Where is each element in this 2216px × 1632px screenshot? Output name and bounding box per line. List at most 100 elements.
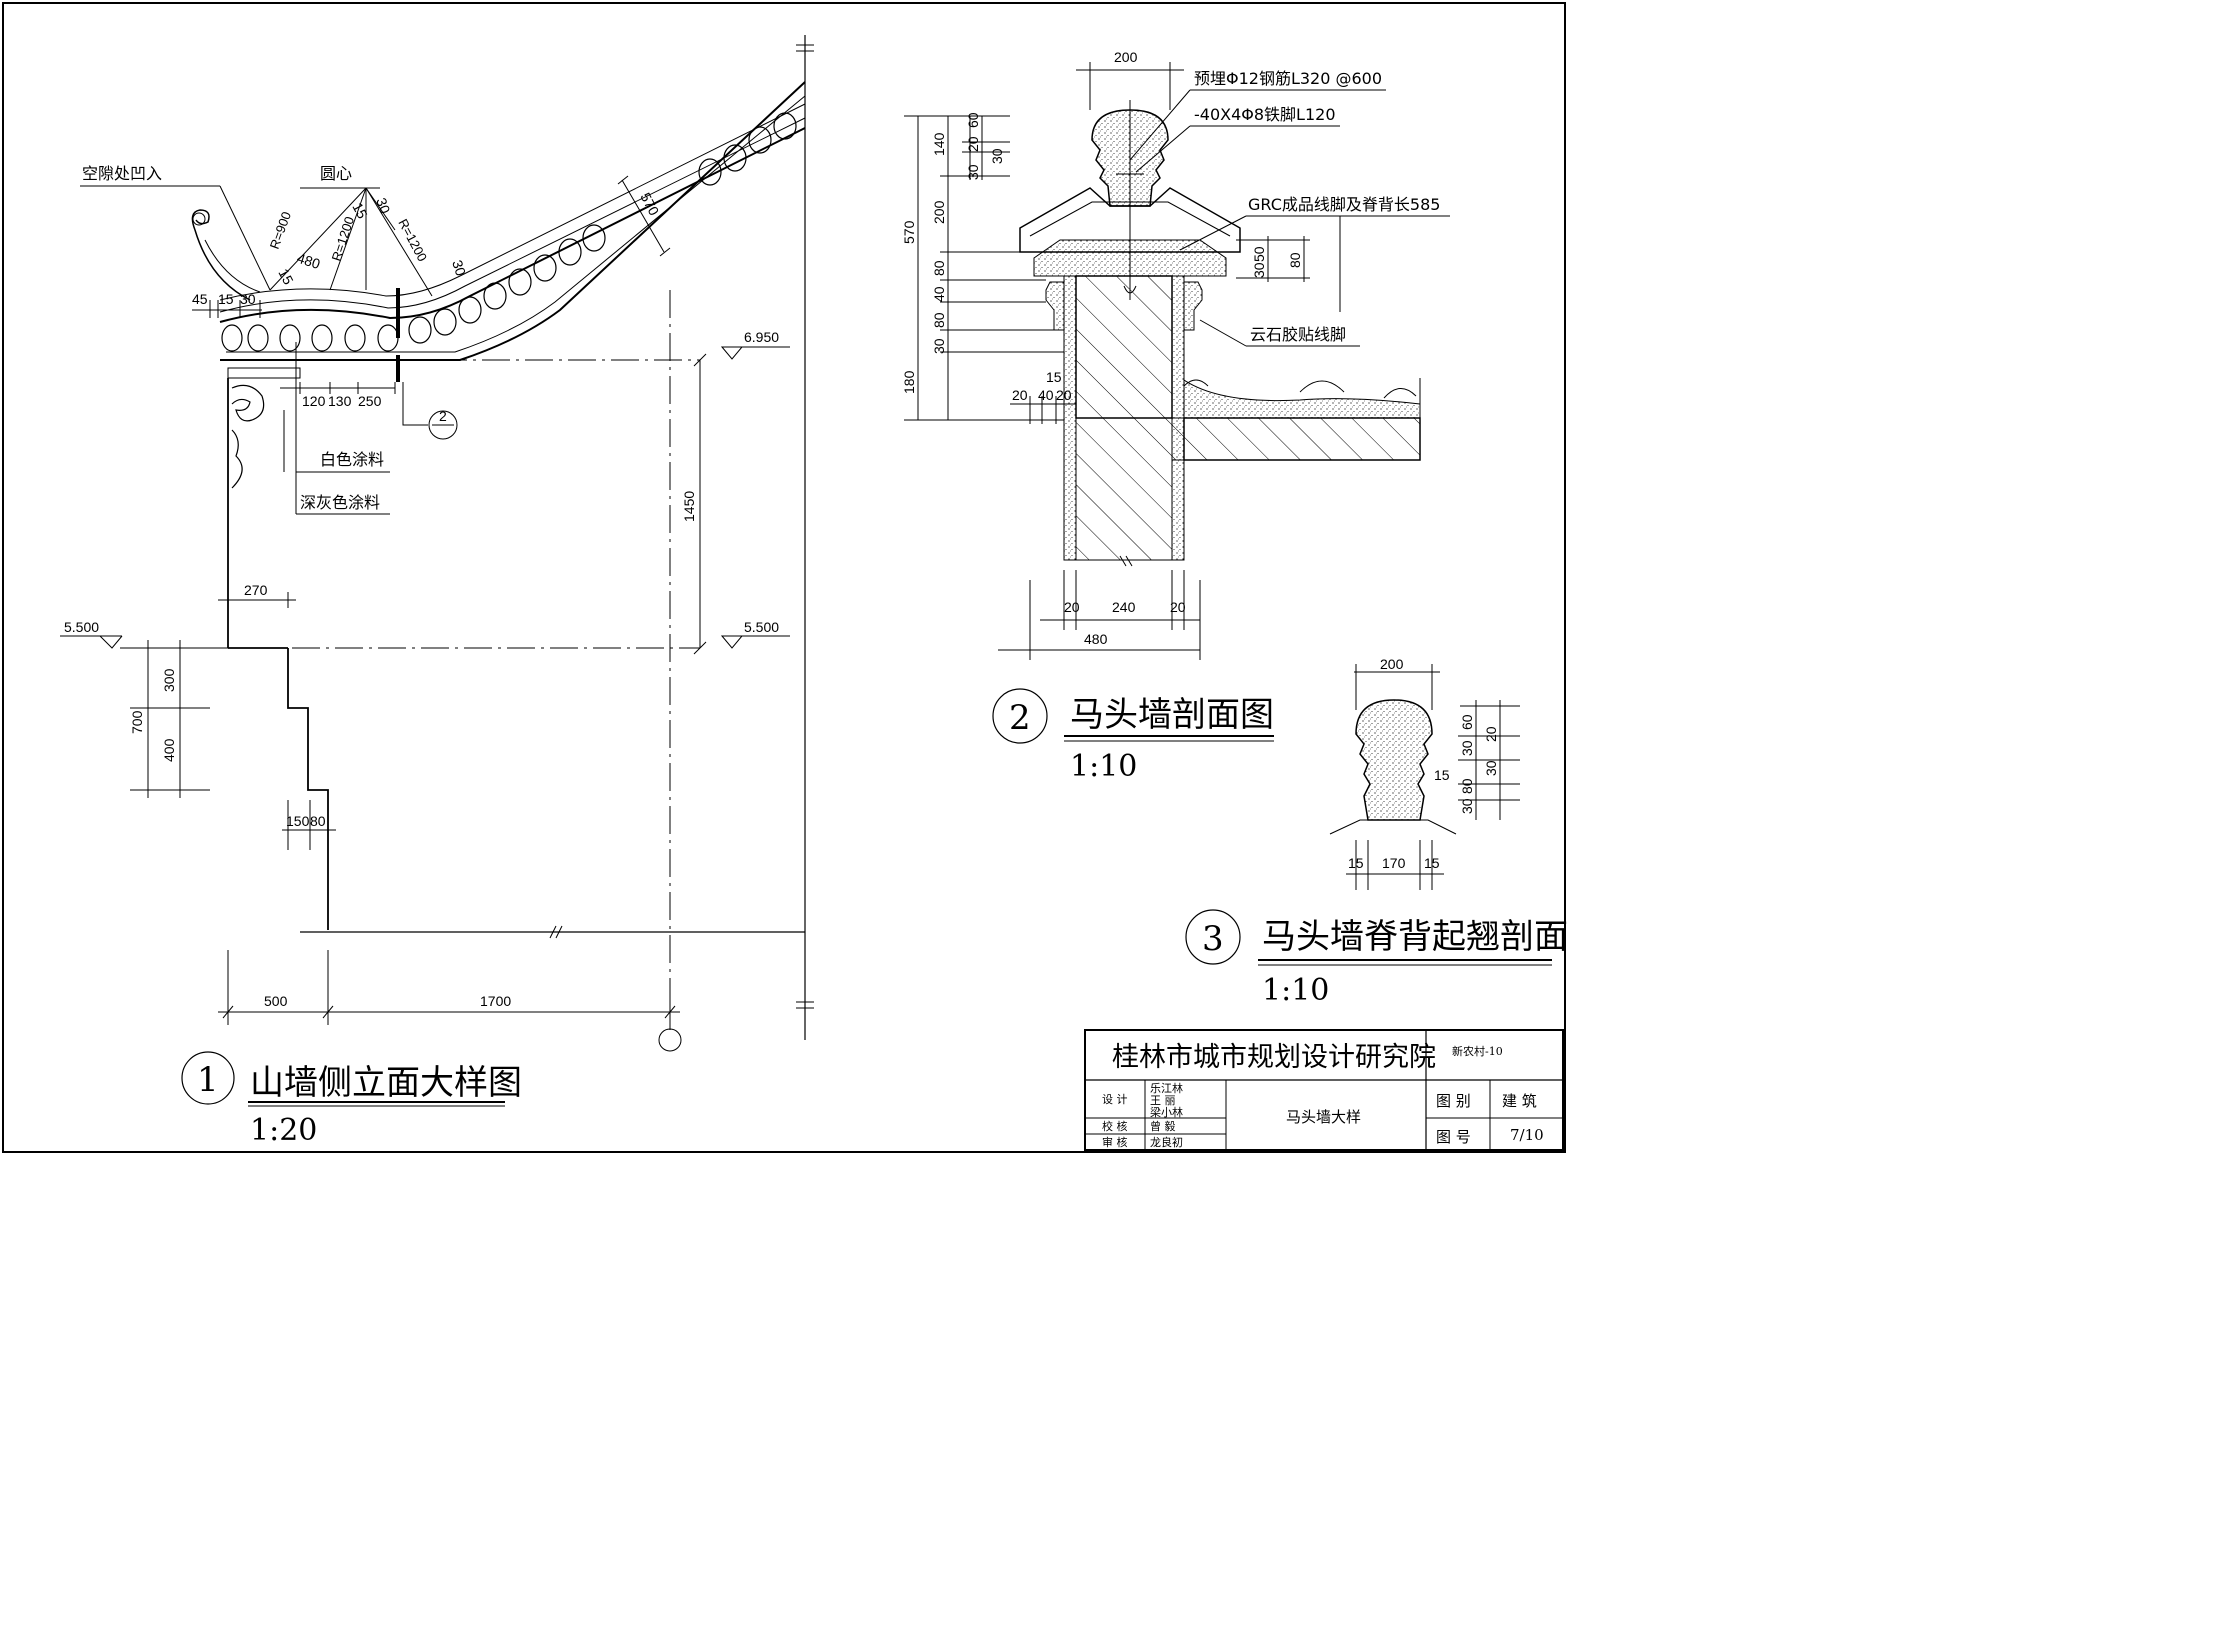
s2-dim-180: 180 bbox=[901, 370, 917, 394]
dim-120: 120 bbox=[302, 393, 326, 409]
dim-480: 480 bbox=[295, 250, 322, 273]
s2-dim-top-200: 200 bbox=[1114, 49, 1138, 65]
section-2-title: 马头墙剖面图 bbox=[1070, 695, 1274, 735]
elevation-title: 山墙侧立面大样图 bbox=[250, 1063, 522, 1103]
section-3-scale: 1:10 bbox=[1262, 973, 1329, 1008]
number-value: 7/10 bbox=[1510, 1126, 1544, 1144]
s2-dim-140: 140 bbox=[931, 132, 947, 156]
radius-r1200-left: R=1200 bbox=[329, 215, 357, 263]
s3-dim-15: 15 bbox=[1434, 767, 1450, 783]
label-dark-gray-paint: 深灰色涂料 bbox=[300, 493, 380, 512]
section-2-drawing bbox=[904, 62, 1450, 744]
section-3-number: 3 bbox=[1202, 919, 1224, 959]
label-iron-foot: -40X4Φ8铁脚L120 bbox=[1194, 105, 1336, 124]
dim-400: 400 bbox=[161, 738, 177, 762]
title-block bbox=[1084, 1029, 1564, 1151]
s2-dim-20: 20 bbox=[965, 136, 981, 152]
s2-dim-80: 80 bbox=[931, 260, 947, 276]
elevation-number: 1 bbox=[197, 1060, 219, 1100]
section-2-scale: 1:10 bbox=[1070, 749, 1137, 784]
designer-3: 梁小林 bbox=[1150, 1105, 1183, 1119]
s3-dim-80: 80 bbox=[1459, 778, 1475, 794]
review-label: 审 核 bbox=[1102, 1135, 1128, 1149]
s2-dim-30c: 30 bbox=[989, 148, 1005, 164]
elevation-drawing bbox=[60, 35, 814, 1107]
institute-name: 桂林市城市规划设计研究院 bbox=[1112, 1042, 1436, 1073]
dim-150: 150 bbox=[286, 813, 310, 829]
design-label: 设 计 bbox=[1102, 1093, 1128, 1106]
dim-500: 500 bbox=[264, 993, 288, 1009]
category-label: 图 别 bbox=[1436, 1092, 1471, 1110]
s2-dim-200: 200 bbox=[931, 200, 947, 224]
label-rebar: 预埋Φ12钢筋L320 @600 bbox=[1194, 69, 1382, 88]
dim-1450: 1450 bbox=[681, 491, 697, 522]
drawing-sheet: 空隙处凹入 圆心 R=900 R=1200 R=1200 480 15 30 1… bbox=[2, 2, 1568, 1153]
s2-dim-30: 30 bbox=[931, 338, 947, 354]
s2-dim-40: 40 bbox=[931, 286, 947, 302]
number-label: 图 号 bbox=[1436, 1128, 1471, 1146]
dim-45: 45 bbox=[192, 291, 208, 307]
section-3-drawing bbox=[1185, 664, 1552, 966]
dim-30-ridge: 30 bbox=[449, 258, 469, 278]
s2-dim-h20a: 20 bbox=[1012, 387, 1028, 403]
s2-dim-b480: 480 bbox=[1084, 631, 1108, 647]
s3-dim-30: 30 bbox=[1459, 740, 1475, 756]
dim-300: 300 bbox=[161, 668, 177, 692]
s2-dim-b240: 240 bbox=[1112, 599, 1136, 615]
s2-dim-30b: 30 bbox=[965, 164, 981, 180]
elevation-scale: 1:20 bbox=[250, 1113, 317, 1148]
radius-r900: R=900 bbox=[267, 210, 294, 251]
s3-dim-30b: 30 bbox=[1483, 760, 1499, 776]
s3-dim-30c: 30 bbox=[1459, 798, 1475, 814]
sheet-border bbox=[2, 2, 1566, 1153]
drawing-name: 马头墙大样 bbox=[1286, 1108, 1361, 1126]
s2-dim-80b: 80 bbox=[931, 312, 947, 328]
dim-130: 130 bbox=[328, 393, 352, 409]
reviewer: 龙良初 bbox=[1150, 1135, 1183, 1149]
s2-dim-b20b: 20 bbox=[1170, 599, 1186, 615]
s3-dim-b15b: 15 bbox=[1424, 855, 1440, 871]
level-6950: 6.950 bbox=[744, 329, 779, 345]
s2-dim-570: 570 bbox=[901, 220, 917, 244]
s2-dim-60: 60 bbox=[965, 112, 981, 128]
dim-15-top: 15 bbox=[349, 200, 371, 221]
designer-2: 王 丽 bbox=[1150, 1094, 1176, 1107]
label-gap-recess: 空隙处凹入 bbox=[82, 164, 162, 183]
s2-dim-r30: 30 bbox=[1251, 262, 1267, 278]
dim-30-top: 30 bbox=[373, 196, 393, 216]
label-grc: GRC成品线脚及脊背长585 bbox=[1248, 195, 1440, 214]
dim-1700: 1700 bbox=[480, 993, 511, 1009]
s2-dim-h40: 40 bbox=[1038, 387, 1054, 403]
label-stone-glue: 云石胶贴线脚 bbox=[1250, 325, 1346, 344]
category-value: 建 筑 bbox=[1502, 1092, 1537, 1110]
dim-30: 30 bbox=[240, 291, 256, 307]
dim-700: 700 bbox=[129, 710, 145, 734]
designer-1: 乐江林 bbox=[1150, 1081, 1183, 1095]
s3-dim-top-200: 200 bbox=[1380, 656, 1404, 672]
s2-dim-b20a: 20 bbox=[1064, 599, 1080, 615]
dim-15-mid: 15 bbox=[275, 266, 297, 287]
s2-dim-h15: 15 bbox=[1046, 369, 1062, 385]
label-white-paint: 白色涂料 bbox=[320, 450, 384, 469]
s2-dim-r50: 50 bbox=[1251, 246, 1267, 262]
radius-r1200-right: R=1200 bbox=[395, 216, 430, 264]
level-5500-right: 5.500 bbox=[744, 619, 779, 635]
section-2-number: 2 bbox=[1009, 698, 1031, 738]
section-3-title: 马头墙脊背起翘剖面 bbox=[1262, 917, 1568, 957]
checker: 曾 毅 bbox=[1150, 1119, 1176, 1133]
project-name: 新农村-10 bbox=[1452, 1044, 1503, 1058]
label-center: 圆心 bbox=[320, 164, 352, 183]
s2-dim-h20b: 20 bbox=[1056, 387, 1072, 403]
dim-15: 15 bbox=[218, 291, 234, 307]
dim-80: 80 bbox=[310, 813, 326, 829]
check-label: 校 核 bbox=[1102, 1119, 1128, 1133]
dim-270: 270 bbox=[244, 582, 268, 598]
ridge-tiles bbox=[221, 112, 797, 352]
s3-dim-20: 20 bbox=[1483, 726, 1499, 742]
s3-dim-b15a: 15 bbox=[1348, 855, 1364, 871]
s3-dim-60: 60 bbox=[1459, 714, 1475, 730]
section-ref-number: 2 bbox=[439, 408, 447, 424]
s2-dim-r80: 80 bbox=[1287, 252, 1303, 268]
level-5500-left: 5.500 bbox=[64, 619, 99, 635]
dim-570-ridge: 570 bbox=[637, 190, 662, 218]
